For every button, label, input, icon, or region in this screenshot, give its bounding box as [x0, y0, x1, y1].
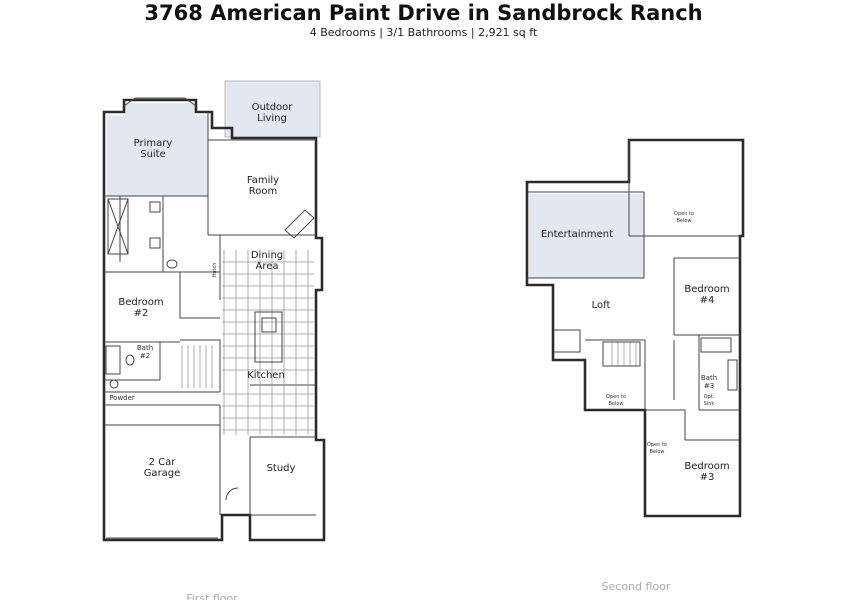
bedroom3-label-2: #3 [700, 472, 715, 483]
first-floor-plan: Outdoor Living Primary Suite Family Room… [102, 80, 326, 600]
outdoor-living-label-2: Living [257, 113, 287, 124]
open-below-label-2: Below [676, 218, 691, 224]
loft-label: Loft [592, 300, 611, 311]
bedroom3-label-1: Bedroom [684, 461, 729, 472]
garage-label-1: 2 Car [149, 457, 177, 468]
family-room-label-1: Family [247, 175, 279, 186]
open-below-label-4: Below [608, 401, 623, 407]
bedroom4-label-2: #4 [700, 295, 715, 306]
bath3-label-2: #3 [704, 382, 714, 390]
toilet-primary [166, 259, 178, 269]
primary-shower-diagonal [107, 198, 129, 255]
open-below-label-5: Open to [647, 442, 667, 448]
bath3-label-1: Bath [701, 374, 717, 382]
second-floor-caption: Second floor [602, 580, 671, 593]
first-floor-outer-wall [102, 98, 326, 542]
dining-area-label-1: Dining [251, 250, 283, 261]
vanity-sink-2 [149, 237, 161, 249]
second-floor-stairs [602, 341, 641, 367]
garage-label-2: Garage [144, 468, 181, 479]
island-sink [261, 317, 277, 333]
dining-area-label-2: Area [255, 261, 278, 272]
first-floor-caption: First floor [186, 592, 238, 600]
hutch-label: Hutch [212, 263, 218, 278]
bedroom4-label-1: Bedroom [684, 284, 729, 295]
toilet-powder [109, 379, 119, 389]
opt-sink-label-1: Opt. [704, 394, 715, 400]
page-title: 3768 American Paint Drive in Sandbrock R… [144, 1, 703, 25]
bay-window [123, 97, 197, 107]
study-label: Study [267, 463, 296, 474]
opt-sink-label-2: Sink [704, 401, 715, 407]
bath2-label-2: #2 [140, 352, 150, 360]
second-floor-outer-wall [525, 138, 745, 518]
family-room-label-2: Room [249, 186, 277, 197]
bath2-label-1: Bath [137, 344, 153, 352]
vanity-sink-1 [149, 201, 161, 213]
entry-door-arc [225, 487, 239, 501]
powder-label: Powder [109, 394, 135, 402]
open-below-label-3: Open to [606, 394, 626, 400]
second-floor-interior-walls [527, 140, 740, 441]
primary-suite-label-1: Primary [134, 138, 173, 149]
bath3-sink [727, 359, 738, 391]
kitchen-label: Kitchen [247, 370, 285, 381]
second-floor-plan: Entertainment Loft Bedroom #4 Bedroom #3… [525, 138, 745, 593]
outdoor-living-label-1: Outdoor [252, 102, 294, 113]
primary-suite-area [107, 103, 208, 196]
page-subtitle: 4 Bedrooms | 3/1 Bathrooms | 2,921 sq ft [309, 26, 538, 39]
primary-shower [107, 198, 129, 255]
entertainment-label: Entertainment [541, 229, 613, 240]
kitchen-island [254, 311, 283, 363]
bedroom2-label-2: #2 [134, 308, 149, 319]
tile-grid [222, 250, 314, 435]
outdoor-living-area [224, 80, 321, 138]
open-below-label-6: Below [649, 449, 664, 455]
first-floor-stairs [181, 345, 213, 388]
entertainment-area [529, 194, 644, 278]
bath2-tub [105, 345, 121, 375]
bath3-tub [700, 337, 732, 353]
primary-suite-label-2: Suite [140, 149, 166, 160]
fireplace [284, 209, 315, 239]
toilet-bath2 [125, 354, 135, 366]
open-below-label-1: Open to [674, 211, 694, 217]
bedroom2-label-1: Bedroom [118, 297, 163, 308]
first-floor-interior-walls [104, 112, 316, 516]
